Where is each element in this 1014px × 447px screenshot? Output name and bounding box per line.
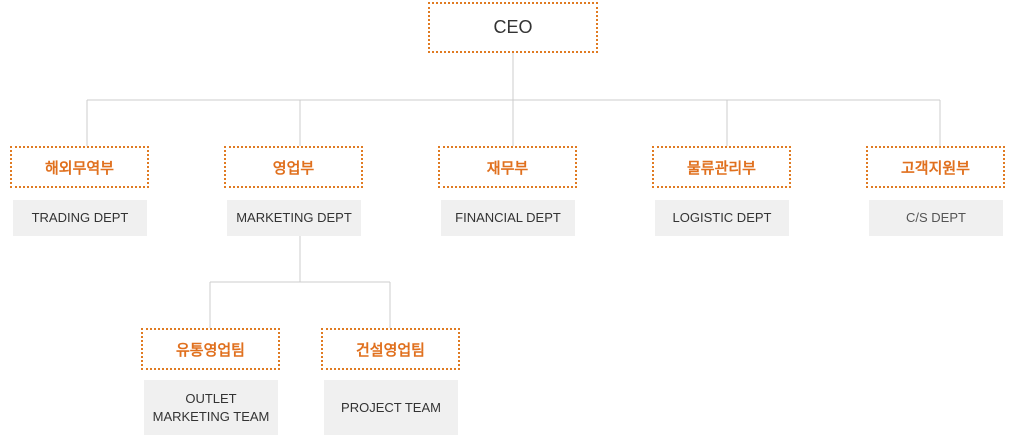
dept-marketing-en: MARKETING DEPT — [227, 200, 361, 236]
team-outlet-en-line2: MARKETING TEAM — [152, 408, 270, 424]
dept-financial-en: FINANCIAL DEPT — [441, 200, 575, 236]
dept-logistic-ko: 물류관리부 — [652, 146, 791, 188]
team-project-en: PROJECT TEAM — [324, 380, 458, 435]
ceo-box: CEO — [428, 2, 598, 53]
dept-trading-en: TRADING DEPT — [13, 200, 147, 236]
dept-logistic-en: LOGISTIC DEPT — [655, 200, 789, 236]
team-outlet-en: OUTLET MARKETING TEAM — [144, 380, 278, 435]
dept-cs-en: C/S DEPT — [869, 200, 1003, 236]
dept-financial-ko: 재무부 — [438, 146, 577, 188]
dept-cs-ko: 고객지원부 — [866, 146, 1005, 188]
dept-trading-ko: 해외무역부 — [10, 146, 149, 188]
dept-marketing-ko: 영업부 — [224, 146, 363, 188]
team-project-ko: 건설영업팀 — [321, 328, 460, 370]
team-outlet-en-line1: OUTLET — [185, 390, 237, 406]
team-outlet-ko: 유통영업팀 — [141, 328, 280, 370]
